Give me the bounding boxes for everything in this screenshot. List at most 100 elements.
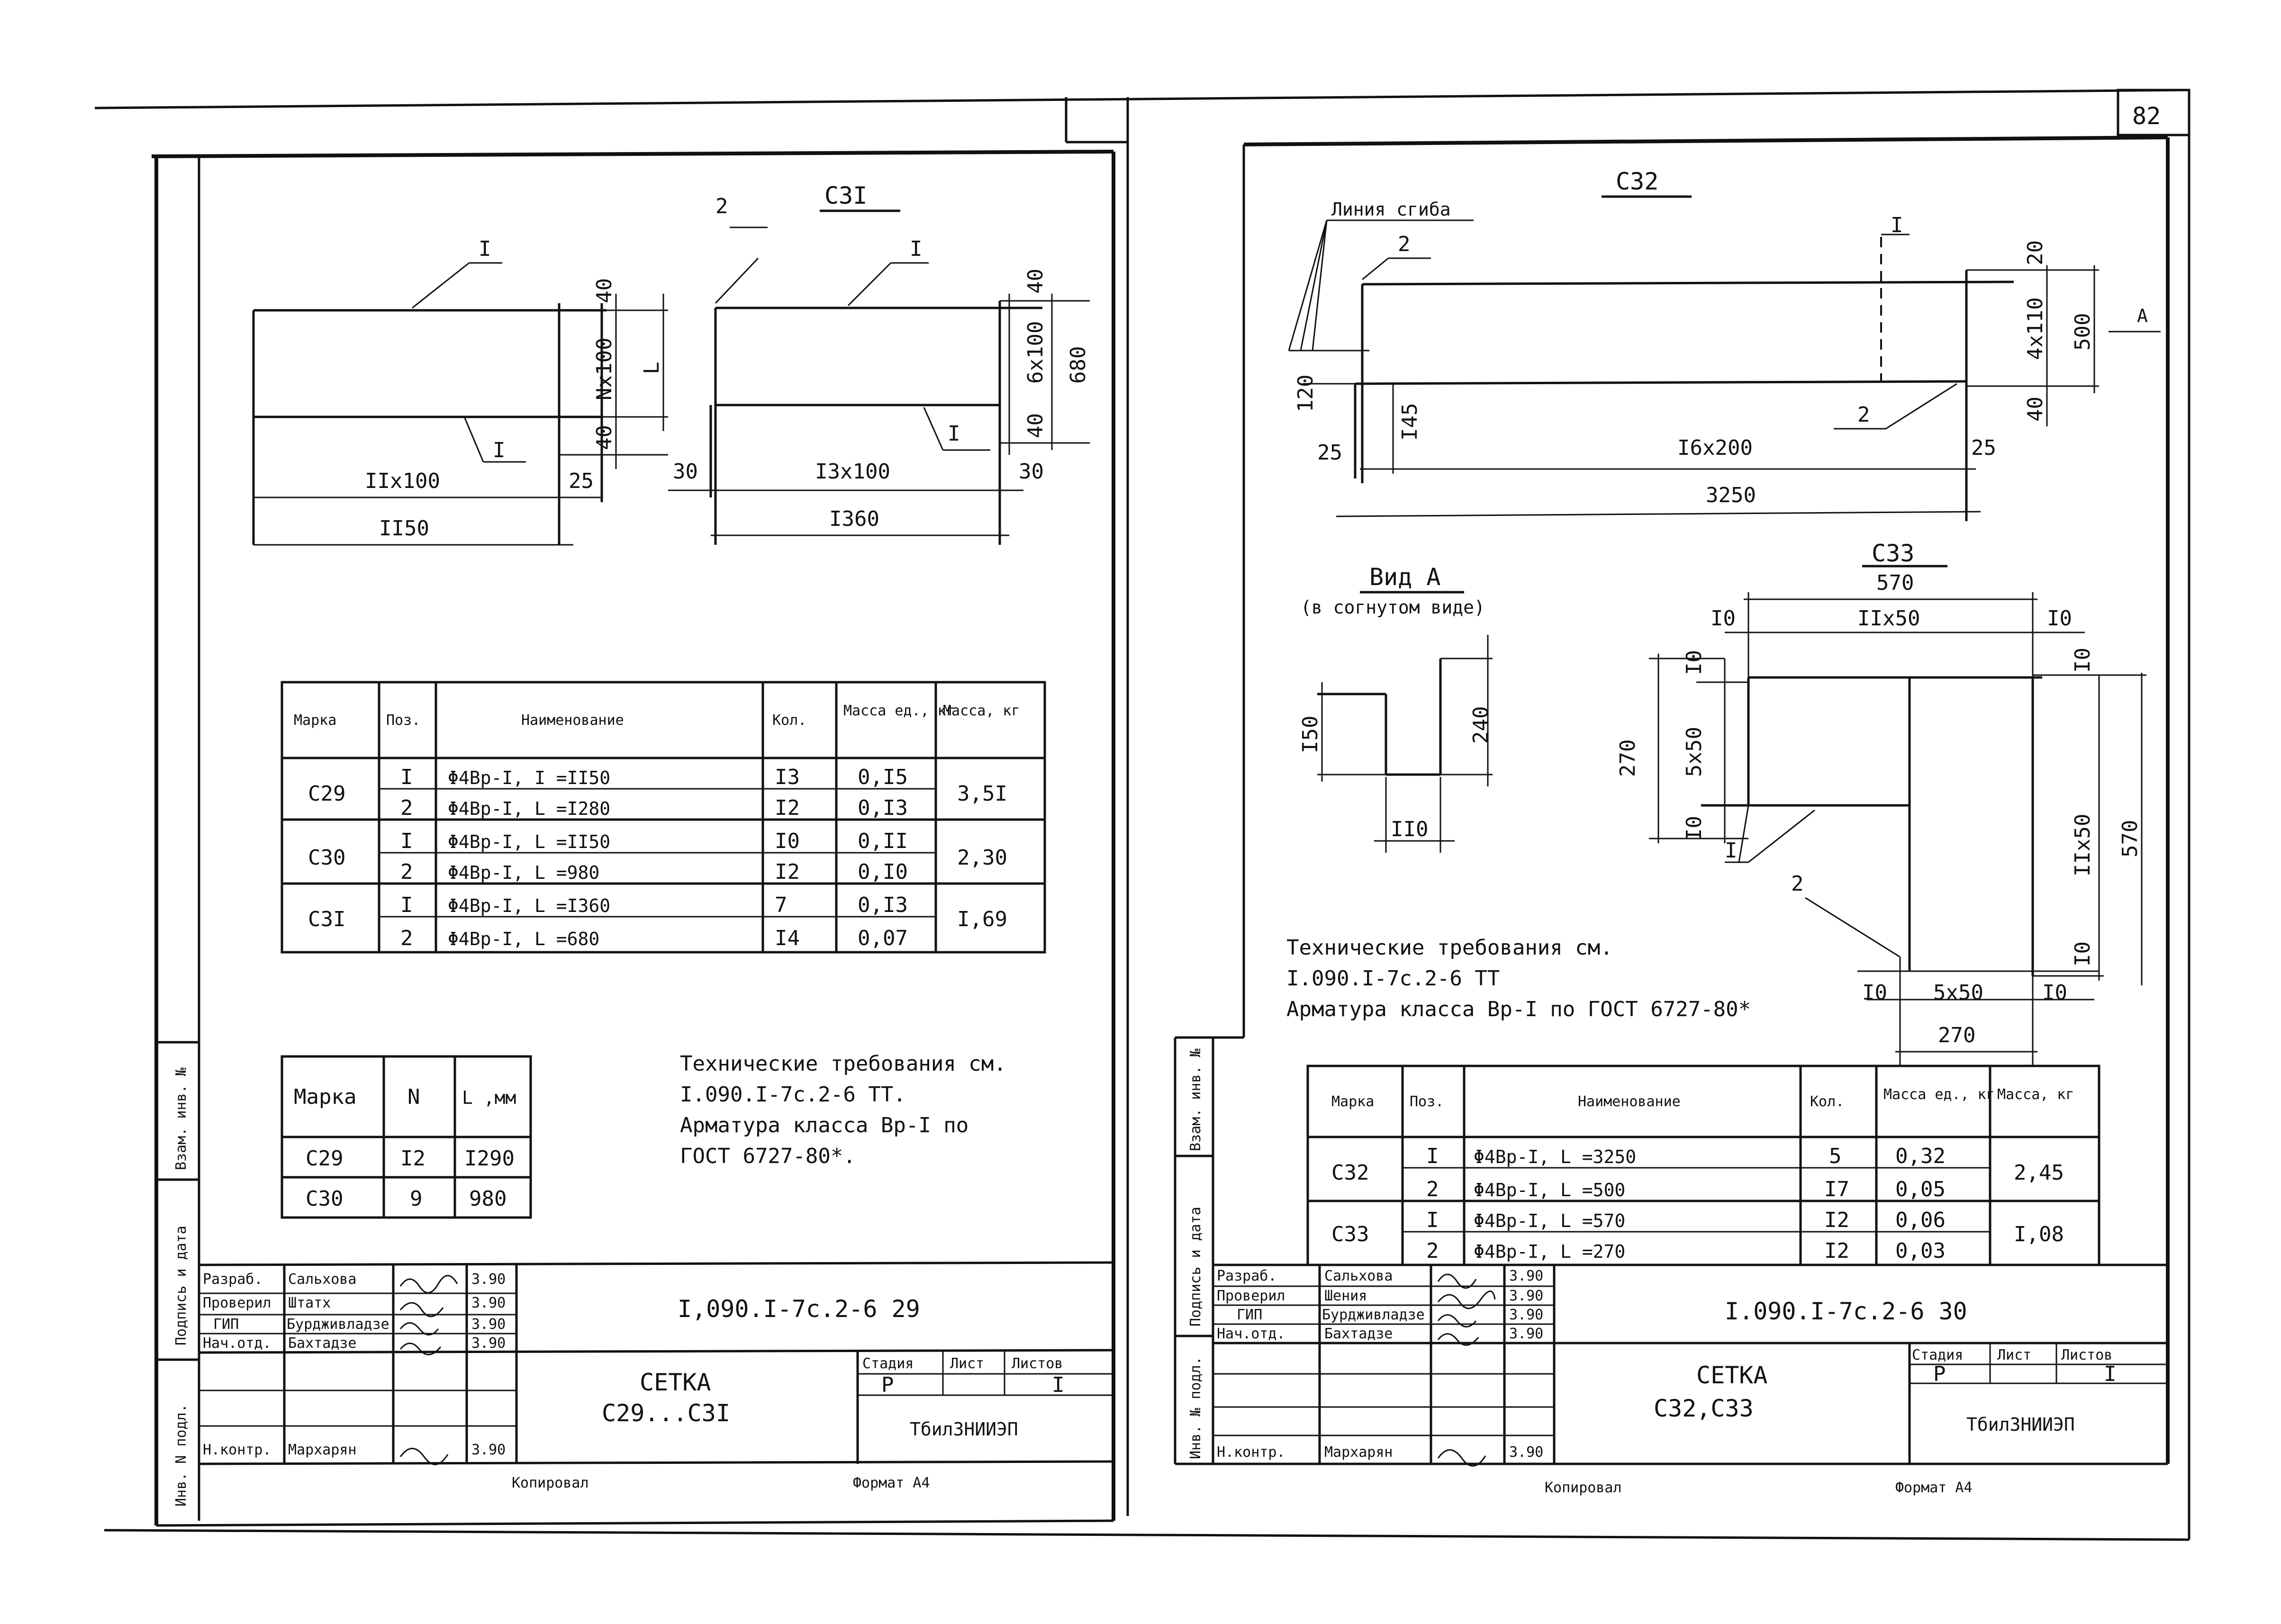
c32-mesh-drawing: С32 Линия сгиба А I 2 2 <box>1288 168 2161 521</box>
left-spec-r6-pos: 2 <box>400 926 413 950</box>
right-spec-r3-unit: 0,06 <box>1895 1208 1946 1232</box>
c33-d-570-vert: 570 <box>2118 820 2142 857</box>
left-pos1-label-top: I <box>479 237 491 261</box>
left-doc-code: I,090.I-7с.2-6 29 <box>678 1295 920 1323</box>
right-stamp-sheets: I <box>2104 1362 2117 1386</box>
right-sheet-title-2: С32,С33 <box>1654 1395 1754 1422</box>
left-d-25: 25 <box>569 469 594 493</box>
left-spec-r1-qty: I3 <box>775 765 800 789</box>
right-signatures <box>1437 1273 1496 1467</box>
small-h-mark: Марка <box>294 1085 356 1109</box>
left-title-block: Разраб. Проверил ГИП Нач.отд. Н.контр. С… <box>199 1261 1114 1491</box>
left-spec-r2-qty: I2 <box>775 796 800 820</box>
c33-pos1: I <box>1725 839 1738 863</box>
left-stamp-name-1: Сальхова <box>288 1271 357 1288</box>
left-note-4: ГОСТ 6727-80*. <box>680 1144 856 1168</box>
right-d-1360: I360 <box>829 507 879 531</box>
left-note-3: Арматура класса Вр-I по <box>680 1113 969 1137</box>
c33-d-10-right-top: I0 <box>2071 648 2095 673</box>
c32-d-25-right: 25 <box>1971 436 1996 460</box>
c33-d-5x50-horiz: 5x50 <box>1933 981 1983 1005</box>
right-spec-h-pos: Поз. <box>1410 1093 1444 1110</box>
right-spec-r3-qty: I2 <box>1824 1208 1849 1232</box>
right-stamp-role-2: Проверил <box>1217 1288 1285 1304</box>
right-note-1: Технические требования см. <box>1286 936 1613 960</box>
left-spec-r5-unit: 0,I3 <box>858 893 908 917</box>
left-stamp-copied: Копировал <box>512 1475 589 1491</box>
left-spec-r6-name: Φ4Вр-I, L =680 <box>448 929 599 949</box>
right-note-2: I.090.I-7с.2-6 ТТ <box>1286 966 1500 991</box>
c33-d-10-top-left: I0 <box>1711 606 1736 631</box>
left-stamp-name-3: Бурдживладзе <box>287 1316 389 1333</box>
right-spec-h-total: Масса, кг <box>1997 1086 2074 1103</box>
small-r2-mark: С30 <box>306 1187 343 1211</box>
right-spec-h-qty: Кол. <box>1810 1093 1844 1110</box>
c32-bend-line-label: Линия сгиба <box>1331 199 1451 220</box>
c32-d-16x200: I6x200 <box>1677 436 1753 460</box>
c33-d-11x50-vert: IIx50 <box>2071 814 2095 876</box>
right-sheet-title-1: СЕТКА <box>1696 1362 1768 1389</box>
left-spec-r3-total: 2,30 <box>957 846 1007 870</box>
small-r1-mark: С29 <box>306 1146 343 1171</box>
right-spec-r4-pos: 2 <box>1426 1239 1439 1263</box>
left-spec-r2-name: Φ4Вр-I, L =I280 <box>448 798 610 819</box>
right-spec-r3-mark: С33 <box>1331 1222 1369 1246</box>
outer-frame: 82 <box>94 89 2190 1541</box>
right-stamp-role-4: Нач.отд. <box>1217 1326 1285 1342</box>
right-d-30-right: 30 <box>1019 460 1044 484</box>
c33-d-270-horiz: 270 <box>1938 1023 1975 1047</box>
c32-d-500: 500 <box>2071 313 2095 351</box>
left-sheet-title-2: С29...С3I <box>602 1399 730 1427</box>
left-d-1150: II50 <box>379 516 429 541</box>
right-spec-r4-name: Φ4Вр-I, L =270 <box>1474 1241 1625 1262</box>
left-spec-r2-pos: 2 <box>400 796 413 820</box>
left-stamp-sheet-h: Лист <box>950 1355 984 1372</box>
c32-d-3250: 3250 <box>1706 483 1756 507</box>
right-mesh-pos1-bottom: I <box>948 422 960 446</box>
left-spec-h-mark: Марка <box>294 712 336 729</box>
left-stamp-stage: Р <box>881 1373 894 1397</box>
left-signatures <box>399 1275 458 1465</box>
right-spec-r4-unit: 0,03 <box>1895 1239 1946 1263</box>
left-spec-r5-name: Φ4Вр-I, L =I360 <box>448 895 610 916</box>
c32-d-25-left: 25 <box>1317 441 1342 465</box>
left-spec-r5-pos: I <box>400 893 413 917</box>
right-mesh-pos2: 2 <box>715 194 728 218</box>
small-r2-l: 980 <box>469 1187 507 1211</box>
right-d-680: 680 <box>1066 346 1090 384</box>
c33-pos2: 2 <box>1791 872 1804 896</box>
left-note-1: Технические требования см. <box>680 1052 1006 1076</box>
c33-title: С33 <box>1872 540 1914 567</box>
right-spec-h-unit: Масса ед., кг <box>1883 1086 1995 1103</box>
left-stamp-sheets-h: Листов <box>1012 1355 1063 1372</box>
c33-d-10-right-bottom: I0 <box>2071 941 2095 966</box>
c32-d-20: 20 <box>2023 240 2047 265</box>
left-stamp-name-2: Штатх <box>288 1295 331 1311</box>
page-number: 82 <box>2132 102 2161 130</box>
right-sheet: Взам. инв. № Подпись и дата Инв. № подл.… <box>1174 135 2170 1496</box>
right-doc-code: I.090.I-7с.2-6 30 <box>1725 1298 1967 1325</box>
right-stamp-date-3: 3.90 <box>1509 1307 1543 1323</box>
left-spec-r4-qty: I2 <box>775 860 800 884</box>
left-spec-r1-pos: I <box>400 765 413 789</box>
right-stamp-stage: Р <box>1933 1362 1946 1386</box>
right-stamp-date-4: 3.90 <box>1509 1326 1543 1342</box>
right-spec-r1-unit: 0,32 <box>1895 1144 1946 1168</box>
right-d-30-left: 30 <box>673 460 698 484</box>
c32-view-arrow-label: А <box>2137 306 2148 326</box>
left-small-table: Марка N L ,мм С29 I2 I290 С30 9 980 <box>281 1055 532 1219</box>
small-h-n: N <box>407 1085 420 1109</box>
left-stamp-sheets: I <box>1052 1373 1065 1397</box>
right-spec-r2-unit: 0,05 <box>1895 1177 1946 1201</box>
right-stamp-org: ТбилЗНИИЭП <box>1966 1414 2075 1435</box>
right-mesh-pos1-top: I <box>910 237 923 261</box>
c33-d-10-left-bottom: I0 <box>1682 816 1706 841</box>
left-spec-r6-unit: 0,07 <box>858 926 908 950</box>
left-spec-r5-qty: 7 <box>775 893 787 917</box>
left-spec-h-pos: Поз. <box>386 712 420 729</box>
c32-d-4x110: 4x110 <box>2023 298 2047 360</box>
right-spec-r3-name: Φ4Вр-I, L =570 <box>1474 1210 1625 1231</box>
right-stamp-format: Формат А4 <box>1895 1480 1973 1496</box>
left-stamp-date-3: 3.90 <box>471 1316 506 1333</box>
